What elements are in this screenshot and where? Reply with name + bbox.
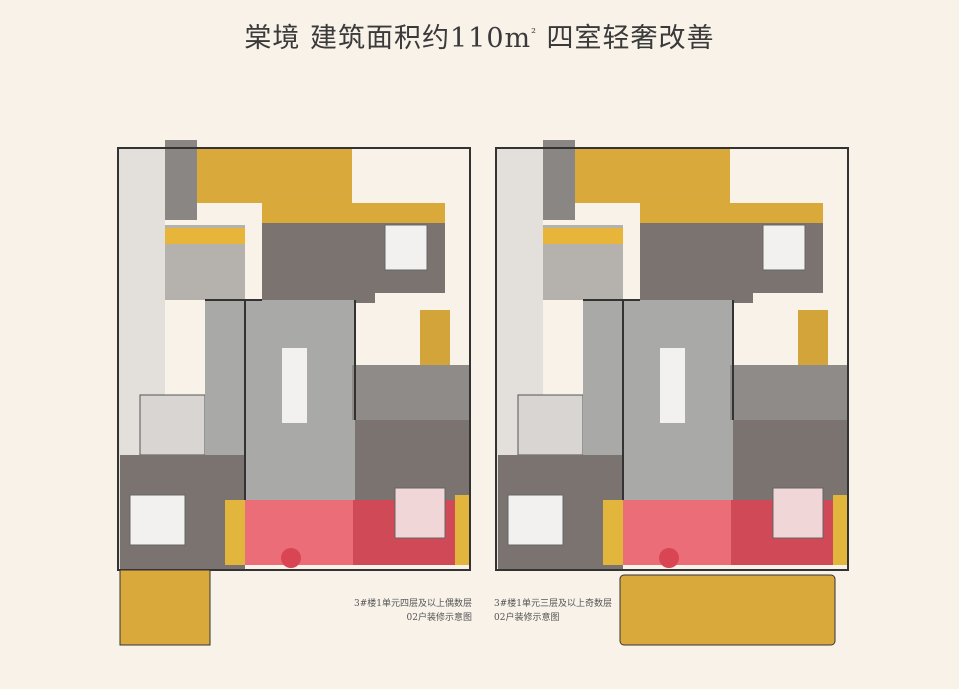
plan-caption-left: 3#楼1单元四层及以上偶数层 02户装修示意图	[330, 597, 472, 625]
bottom-balcony-right	[619, 574, 836, 646]
caption-line: 3#楼1单元三层及以上奇数层	[494, 599, 612, 609]
caption-line: 3#楼1单元四层及以上偶数层	[354, 599, 472, 609]
plan-caption-right: 3#楼1单元三层及以上奇数层 02户装修示意图	[494, 597, 612, 625]
title-suffix: 四室轻奢改善	[536, 23, 715, 54]
caption-line: 02户装修示意图	[406, 613, 472, 623]
caption-line: 02户装修示意图	[494, 613, 560, 623]
page-title: 棠境 建筑面积约110m² 四室轻奢改善	[0, 16, 959, 55]
plan-right	[495, 139, 849, 571]
bottom-balcony-left	[119, 569, 211, 646]
title-text: 棠境 建筑面积约110m	[244, 23, 532, 54]
plan-left	[117, 139, 471, 571]
title-unit-sup: ²	[531, 26, 537, 40]
